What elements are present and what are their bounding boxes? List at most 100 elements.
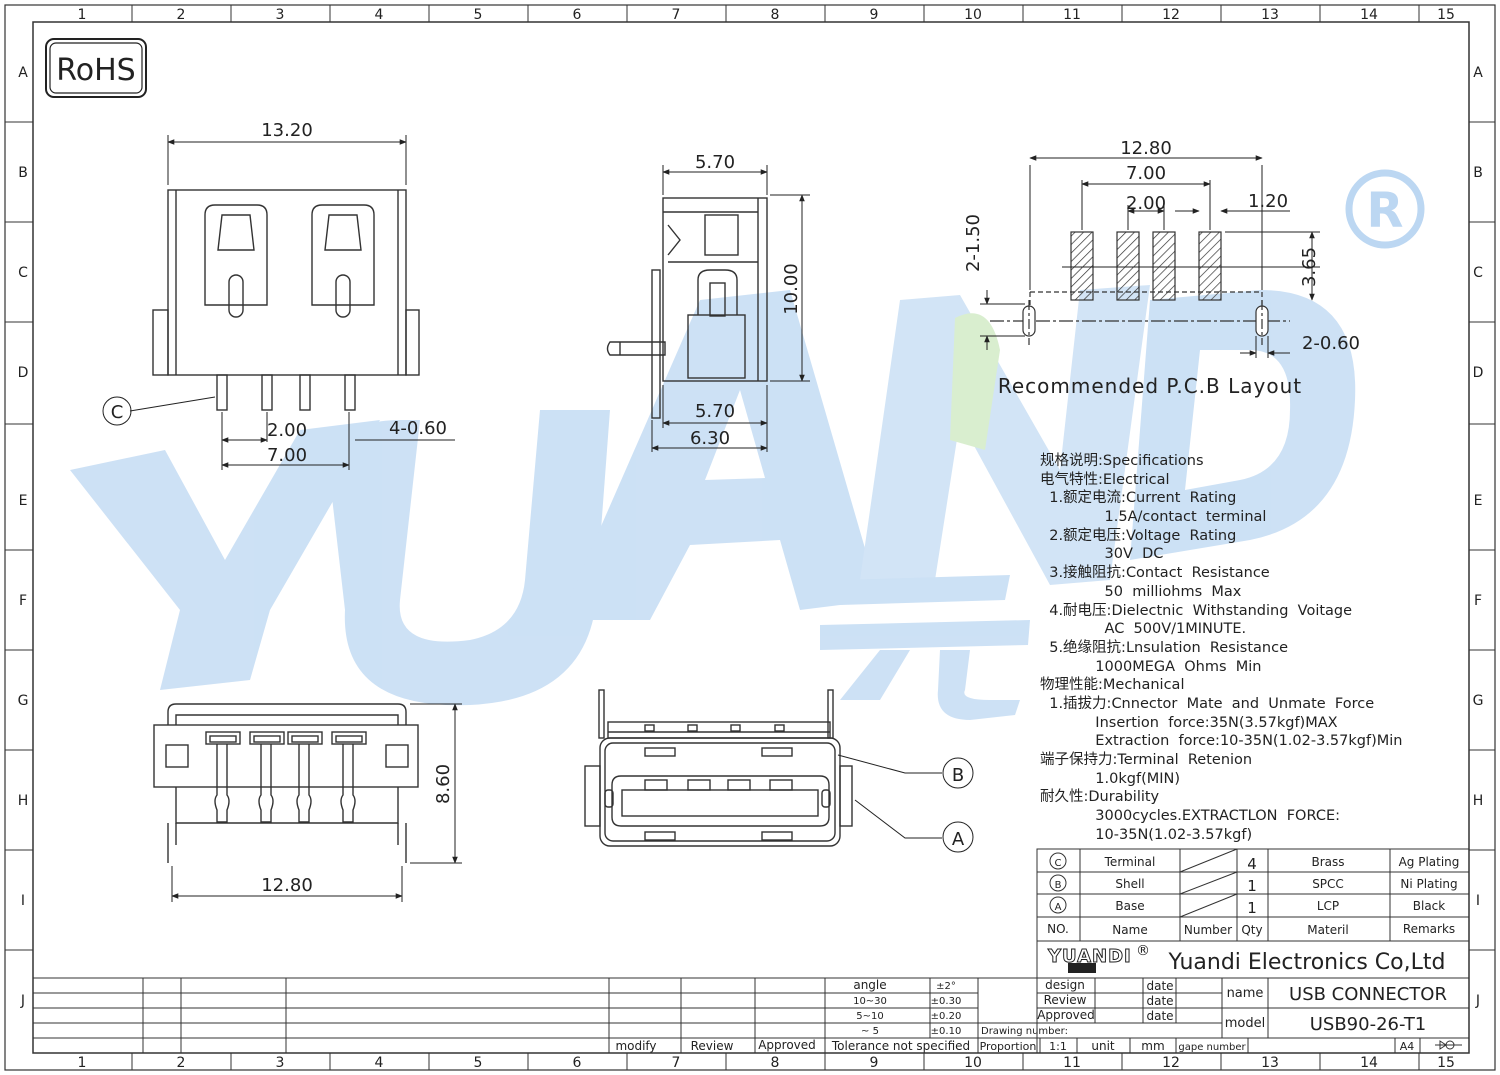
drawing-number-label: Drawing number: — [981, 1026, 1068, 1037]
dim-bottom-width: 12.80 — [261, 875, 313, 896]
company-logo: YUANDI ® — [1047, 943, 1150, 973]
grid-row-label: I — [1476, 893, 1480, 909]
grid-row-label: E — [1474, 493, 1483, 509]
spec-line: 1.额定电流:Current Rating — [1040, 490, 1237, 507]
bom-remarks: Ni Plating — [1400, 877, 1457, 891]
modify-label: modify — [615, 1039, 656, 1053]
registered-watermark: R — [1345, 169, 1425, 249]
spec-line: 2.额定电压:Voltage Rating — [1040, 527, 1237, 544]
approved-column-label: Approved — [758, 1038, 816, 1052]
grid-column-label: 10 — [964, 1055, 982, 1071]
grid-row-label: H — [1473, 793, 1484, 809]
bom-remarks: Black — [1413, 899, 1446, 913]
grid-column-label: 2 — [177, 1055, 186, 1071]
bom-table — [1036, 848, 1470, 942]
grid-column-label: 9 — [870, 1055, 879, 1071]
grid-column-label: 1 — [78, 1055, 87, 1071]
tolerance-range: 5~10 — [856, 1011, 883, 1022]
bom-name: Base — [1115, 899, 1144, 913]
dim-pin-width: 4-0.60 — [389, 418, 447, 439]
tolerance-range: ~ 5 — [861, 1026, 879, 1037]
bom-qty: 1 — [1247, 877, 1257, 895]
front-view — [152, 189, 420, 411]
grid-row-label: D — [18, 365, 29, 381]
spec-line: 3000cycles.EXTRACTLON FORCE: — [1040, 808, 1340, 825]
bom-header-material: Materil — [1307, 923, 1348, 937]
grid-column-label: 15 — [1437, 7, 1455, 23]
spec-line: AC 500V/1MINUTE. — [1040, 621, 1247, 638]
grid-column-label: 10 — [964, 7, 982, 23]
dim-side-height: 10.00 — [781, 263, 802, 315]
bom-no: B — [1055, 880, 1062, 891]
grid-column-label: 14 — [1360, 1055, 1378, 1071]
grid-row-label: I — [21, 893, 25, 909]
model-label: model — [1225, 1016, 1265, 1031]
spec-line: 50 milliohms Max — [1040, 583, 1242, 600]
bom-no: A — [1055, 902, 1062, 913]
company-name: Yuandi Electronics Co,Ltd — [1168, 950, 1446, 975]
bom-header-remarks: Remarks — [1403, 922, 1455, 936]
sheet-size: A4 — [1400, 1040, 1415, 1053]
grid-column-label: 3 — [276, 7, 285, 23]
bom-no: C — [1055, 858, 1062, 869]
grid-column-label: 12 — [1162, 1055, 1180, 1071]
spec-line: 1.0kgf(MIN) — [1040, 770, 1181, 787]
spec-line: 端子保持力:Terminal Retenion — [1040, 752, 1253, 768]
callout-b: B — [952, 765, 964, 786]
unit-label: unit — [1091, 1039, 1115, 1053]
port-view — [584, 689, 853, 847]
bottom-view — [153, 703, 419, 863]
rohs-badge: RoHS — [45, 38, 147, 98]
grid-row-label: J — [20, 993, 25, 1009]
grid-column-label: 4 — [375, 1055, 384, 1071]
spec-line: 4.耐电压:Dielectnic Withstanding Voitage — [1040, 602, 1353, 619]
model-number: USB90-26-T1 — [1310, 1014, 1427, 1035]
grid-column-label: 6 — [573, 1055, 582, 1071]
bom-remarks: Ag Plating — [1399, 855, 1460, 869]
bom-material: SPCC — [1312, 877, 1344, 891]
date-label: date — [1146, 994, 1173, 1008]
grid-row-label: J — [1475, 993, 1480, 1009]
grid-column-label: 13 — [1261, 7, 1279, 23]
tolerance-value: ±0.10 — [931, 1026, 962, 1037]
tolerance-range: angle — [853, 978, 886, 992]
spec-line: 10-35N(1.02-3.57kgf) — [1040, 826, 1253, 843]
spec-line: Insertion force:35N(3.57kgf)MAX — [1040, 714, 1338, 731]
grid-column-label: 15 — [1437, 1055, 1455, 1071]
dim-pcb-overall: 12.80 — [1120, 138, 1172, 159]
svg-text:R: R — [1367, 183, 1404, 239]
tolerance-label: Tolerance not specified — [831, 1039, 970, 1053]
spec-line: 物理性能:Mechanical — [1040, 677, 1185, 694]
grid-column-label: 7 — [672, 7, 681, 23]
pcb-dims — [980, 155, 1320, 358]
bom-material: Brass — [1311, 855, 1344, 869]
date-label: date — [1146, 979, 1173, 993]
dim-front-width: 13.20 — [261, 120, 313, 141]
dim-pin-span: 7.00 — [267, 445, 307, 466]
grid-column-label: 5 — [474, 1055, 483, 1071]
dim-pin-pitch: 2.00 — [267, 420, 307, 441]
grid-column-label: 2 — [177, 7, 186, 23]
grid-row-label: C — [18, 265, 28, 281]
tolerance-range: 10~30 — [853, 996, 887, 1007]
spec-line: Extraction force:10-35N(1.02-3.57kgf)Min — [1040, 733, 1403, 750]
tolerance-value: ±2° — [936, 981, 956, 992]
spec-line: 规格说明:Specifications — [1040, 453, 1204, 469]
spec-line: 1000MEGA Ohms Min — [1040, 658, 1262, 675]
company-logo-text: YUANDI — [1047, 946, 1132, 967]
grid-row-label: A — [18, 65, 28, 81]
dim-pcb-pad-span: 7.00 — [1126, 163, 1166, 184]
grid-row-label: B — [18, 165, 28, 181]
front-view-dims — [102, 135, 455, 470]
bom-qty: 1 — [1247, 899, 1257, 917]
grid-row-label: E — [19, 493, 28, 509]
product-name: USB CONNECTOR — [1289, 984, 1447, 1005]
company-registered-mark: ® — [1136, 943, 1150, 959]
side-view-dims — [651, 165, 810, 452]
tolerance-value: ±0.30 — [931, 996, 962, 1007]
unit-value: mm — [1141, 1039, 1164, 1053]
dim-pcb-hole-dia: 2-0.60 — [1302, 333, 1360, 354]
callout-a: A — [952, 829, 965, 850]
